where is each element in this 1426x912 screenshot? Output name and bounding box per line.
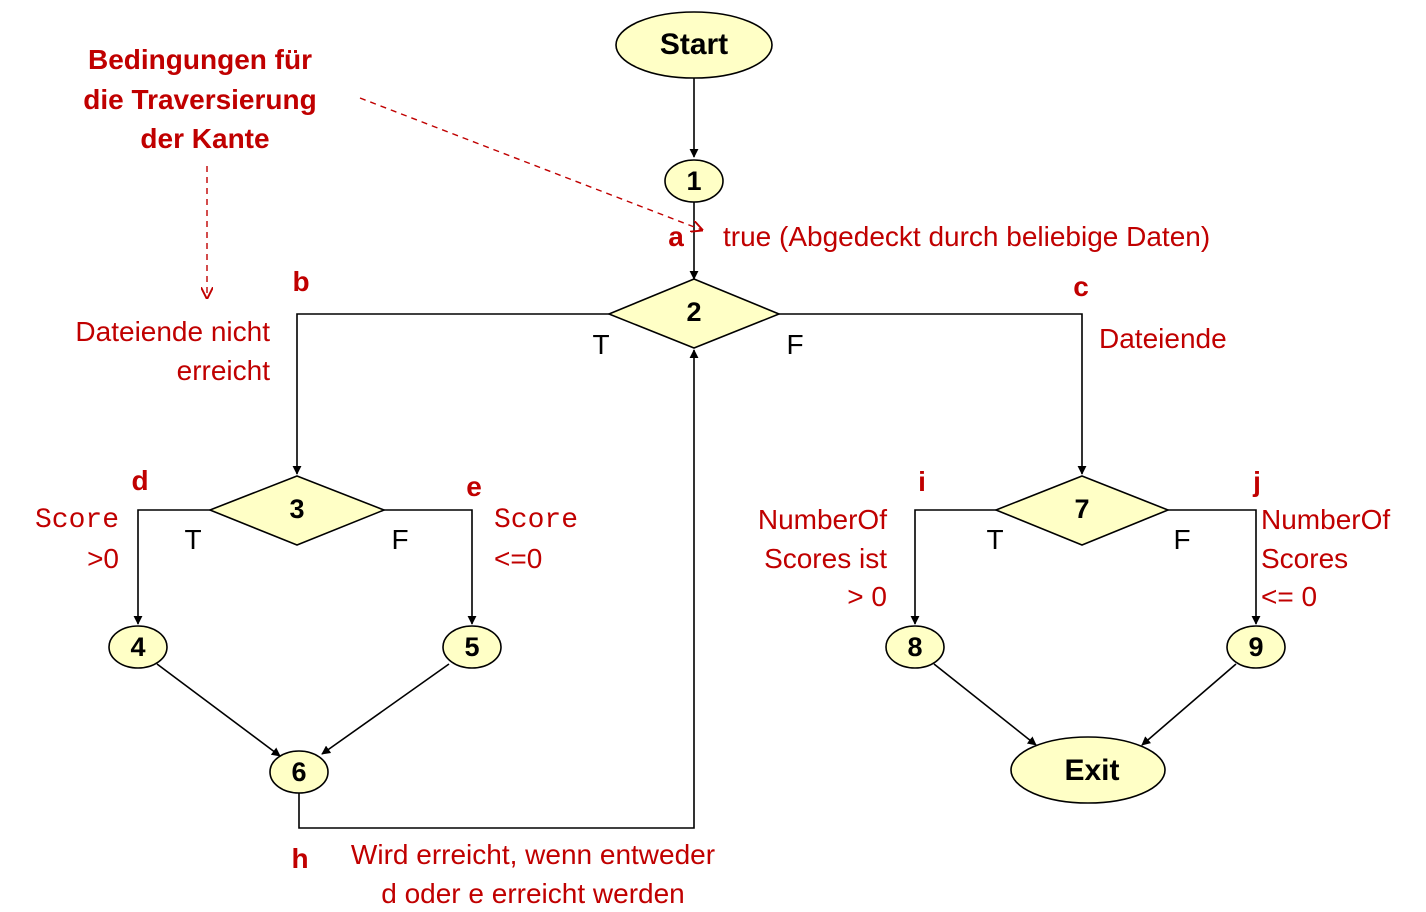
node-9-label: 9 <box>1248 632 1263 662</box>
node-2: 2 <box>606 278 782 349</box>
edge-i <box>910 509 996 625</box>
edge-letter-c: c <box>1073 271 1089 302</box>
legend-line-3: der Kante <box>140 123 269 154</box>
node-6-label: 6 <box>291 757 306 787</box>
edge-letter-h: h <box>291 843 308 874</box>
edge-conditions: true (Abgedeckt durch beliebige Daten) D… <box>35 221 1390 909</box>
node-1-label: 1 <box>686 166 701 196</box>
node-4-label: 4 <box>130 632 145 662</box>
branch-labels: T F T F T F <box>184 329 1190 555</box>
edge-letter-d: d <box>131 465 148 496</box>
edge-4-6 <box>156 663 281 757</box>
condition-j-line-1: NumberOf <box>1261 504 1390 535</box>
condition-h-line-2: d oder e erreicht werden <box>381 878 685 909</box>
annotation-arrows <box>207 97 702 298</box>
condition-d-line-2: >0 <box>87 543 119 574</box>
edge-letter-a: a <box>668 221 684 252</box>
condition-j-line-2: Scores <box>1261 543 1348 574</box>
node-5: 5 <box>442 625 502 669</box>
edge-c <box>779 313 1087 475</box>
condition-b-line-1: Dateiende nicht <box>75 316 270 347</box>
node-6: 6 <box>269 750 329 794</box>
legend-line-2: die Traversierung <box>83 84 316 115</box>
condition-i-line-1: NumberOf <box>758 504 887 535</box>
branch-label-3-true: T <box>184 524 201 555</box>
edge-b <box>292 313 609 475</box>
node-start-label: Start <box>660 28 728 61</box>
condition-j-line-3: <= 0 <box>1261 581 1317 612</box>
condition-d-line-1: Score <box>35 505 119 536</box>
condition-c: Dateiende <box>1099 323 1227 354</box>
node-exit-label: Exit <box>1064 754 1119 787</box>
legend: Bedingungen für die Traversierung der Ka… <box>83 44 316 154</box>
edge-e <box>384 509 477 625</box>
node-3-label: 3 <box>289 494 304 524</box>
edge-letter-i: i <box>918 466 926 497</box>
node-7-label: 7 <box>1074 494 1089 524</box>
legend-line-1: Bedingungen für <box>88 44 312 75</box>
edge-letters: a b c d e h i j <box>131 221 1260 874</box>
condition-b-line-2: erreicht <box>177 355 271 386</box>
node-8: 8 <box>885 625 945 669</box>
node-7: 7 <box>993 475 1171 546</box>
edge-9-exit <box>1141 663 1237 746</box>
node-4: 4 <box>108 625 168 669</box>
node-exit: Exit <box>1010 736 1166 804</box>
annotation-arrow-right <box>359 97 702 230</box>
condition-a: true (Abgedeckt durch beliebige Daten) <box>723 221 1210 252</box>
condition-e-line-1: Score <box>494 505 578 536</box>
node-9: 9 <box>1226 625 1286 669</box>
branch-label-2-false: F <box>786 329 803 360</box>
edge-j <box>1168 509 1261 625</box>
node-start: Start <box>615 11 773 79</box>
edge-d <box>133 509 210 625</box>
node-1: 1 <box>664 159 724 203</box>
condition-i-line-3: > 0 <box>847 581 887 612</box>
branch-label-3-false: F <box>391 524 408 555</box>
condition-h-line-1: Wird erreicht, wenn entweder <box>351 839 715 870</box>
node-5-label: 5 <box>464 632 479 662</box>
edges <box>133 78 1261 829</box>
edge-letter-b: b <box>292 266 309 297</box>
branch-label-7-true: T <box>986 524 1003 555</box>
edge-letter-e: e <box>466 471 482 502</box>
branch-label-7-false: F <box>1173 524 1190 555</box>
edge-letter-j: j <box>1252 466 1261 497</box>
edge-5-6 <box>321 663 450 755</box>
condition-e-line-2: <=0 <box>494 543 542 574</box>
node-8-label: 8 <box>907 632 922 662</box>
edge-8-exit <box>933 663 1037 746</box>
edge-h <box>298 349 699 829</box>
node-2-label: 2 <box>686 297 701 327</box>
node-3: 3 <box>207 475 387 546</box>
nodes: Start 1 2 3 4 5 6 7 <box>108 11 1286 804</box>
branch-label-2-true: T <box>592 329 609 360</box>
condition-i-line-2: Scores ist <box>764 543 887 574</box>
